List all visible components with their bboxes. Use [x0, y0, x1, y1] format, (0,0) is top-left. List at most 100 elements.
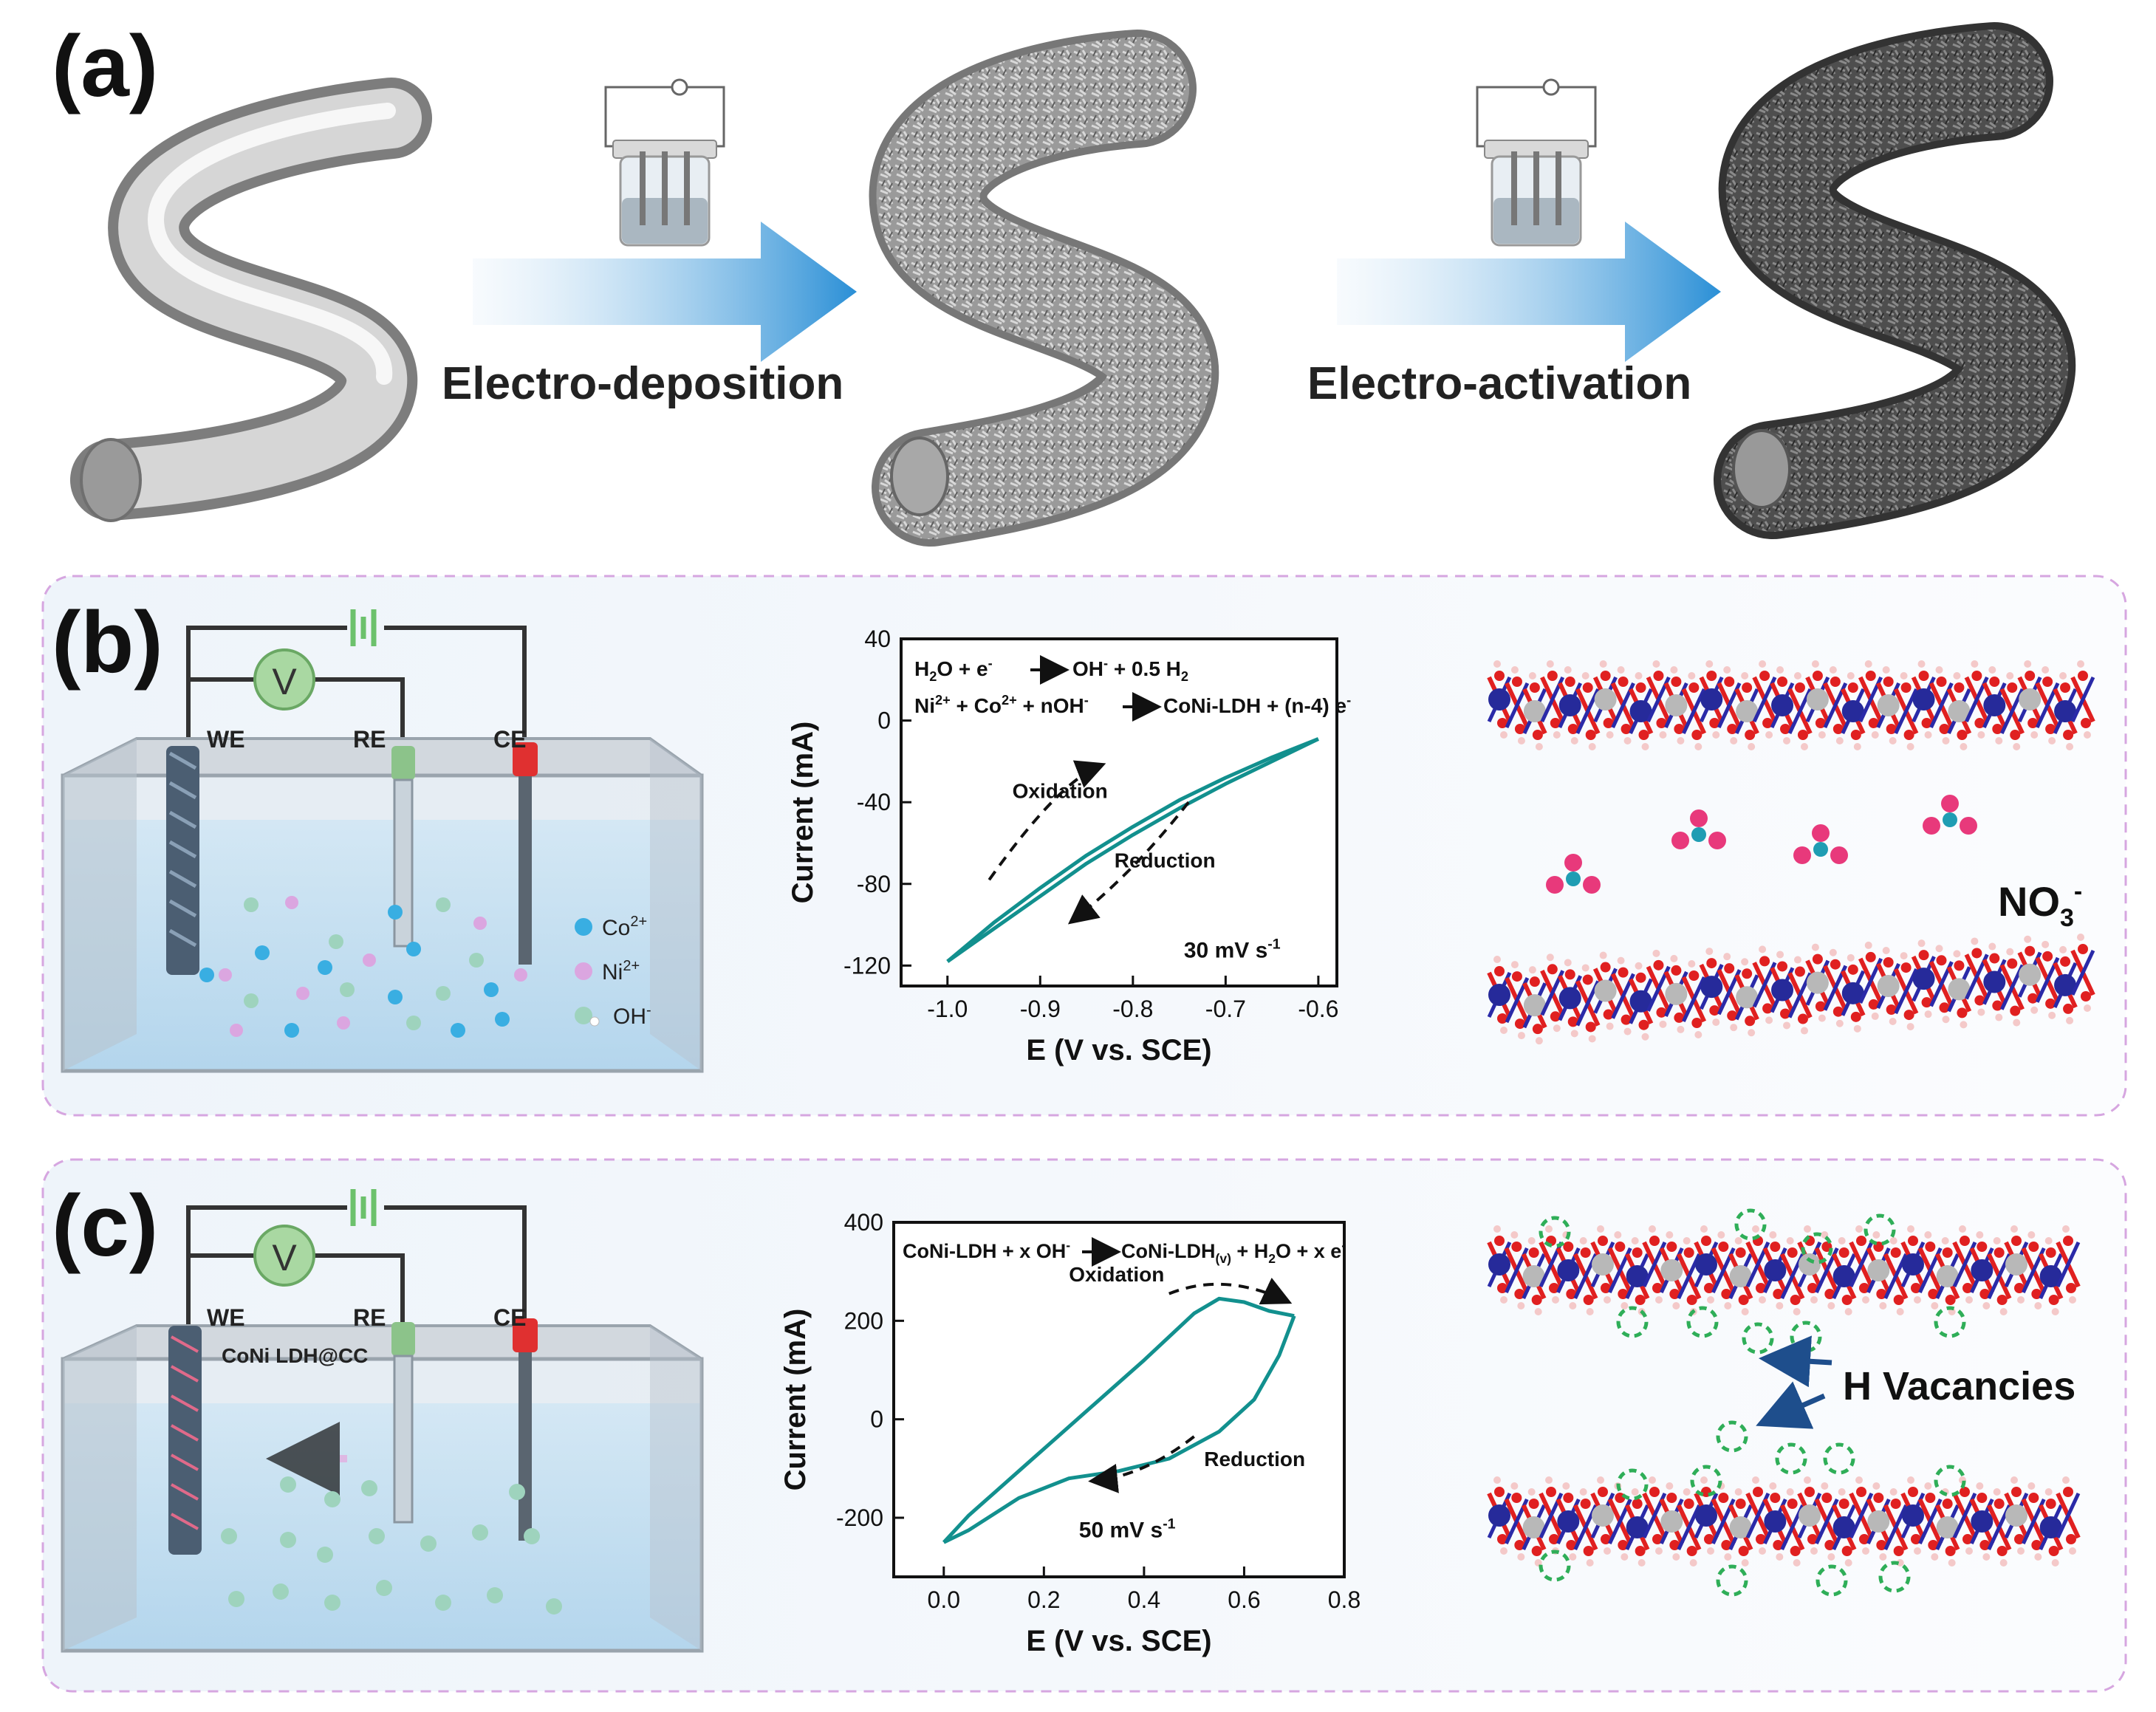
metal-atom	[1523, 700, 1546, 722]
hydrogen-atom	[1924, 1482, 1932, 1490]
metal-atom	[1948, 978, 1971, 1001]
hydrogen-atom	[1672, 1553, 1680, 1561]
hydrogen-atom	[1960, 743, 1968, 750]
panel-c: (c) V WE RE	[41, 1158, 2127, 1693]
svg-text:Co2+: Co2+	[602, 914, 647, 940]
metal-atom	[1799, 1504, 1821, 1527]
hydrogen-atom	[1864, 941, 1872, 949]
hydrogen-atom	[1988, 942, 1996, 951]
reduction-label: Reduction	[1204, 1448, 1305, 1470]
oxygen-atom	[1876, 1540, 1887, 1550]
voltmeter-label: V	[272, 661, 297, 702]
hydrogen-atom	[1864, 660, 1872, 668]
hydrogen-atom	[1683, 1488, 1691, 1496]
hydrogen-atom	[1553, 1024, 1561, 1033]
oxygen-atom	[1528, 1499, 1539, 1509]
metal-atom	[2019, 688, 2042, 711]
oxygen-atom	[1718, 1242, 1729, 1252]
arrow-electroactivation: Electro-activation	[1307, 78, 1721, 409]
hydrogen-atom	[1971, 937, 1979, 945]
hydrogen-atom	[1924, 731, 1932, 739]
hydrogen-atom	[1635, 962, 1643, 970]
oxygen-atom	[1918, 950, 1929, 961]
oxygen-atom	[1514, 1289, 1525, 1299]
metal-atom	[1729, 1265, 1752, 1287]
metal-atom	[1771, 694, 1794, 716]
vacancy-marker	[1539, 1216, 1571, 1248]
hydrogen-atom	[1793, 1559, 1801, 1567]
hydrogen-atom	[1786, 1237, 1794, 1244]
metal-atom	[1867, 1510, 1890, 1533]
oxygen-atom	[1598, 1236, 1608, 1246]
oxidation-arrow	[988, 760, 1106, 881]
hydrogen-atom	[1871, 1012, 1879, 1020]
ce-label-c: CE	[493, 1304, 526, 1331]
oxygen-atom	[2027, 993, 2039, 1004]
oxygen-atom	[1925, 1493, 1936, 1503]
metal-atom	[1983, 694, 2006, 716]
hydrogen-atom	[1906, 1023, 1914, 1031]
oxygen-atom	[1841, 1295, 1852, 1305]
oxygen-atom	[1812, 953, 1823, 965]
oxygen-atom	[2066, 1283, 2076, 1293]
hydrogen-atom	[1510, 1231, 1519, 1239]
oxygen-atom	[1865, 671, 1876, 681]
oxygen-atom	[1883, 957, 1894, 968]
oxygen-atom	[1688, 682, 1700, 693]
hydrogen-atom	[1707, 1296, 1714, 1304]
metal-atom	[1594, 688, 1617, 711]
oxygen-atom	[1615, 1242, 1626, 1252]
oxygen-atom	[1564, 677, 1575, 687]
oxidation-label: Oxidation	[1013, 780, 1108, 803]
metal-atom	[1729, 1516, 1752, 1538]
hydrogen-atom	[1659, 1020, 1667, 1028]
oxygen-atom	[1908, 1236, 1918, 1246]
oxygen-atom	[1890, 1499, 1901, 1509]
oxygen-atom	[2011, 1487, 2022, 1497]
oxygen-atom	[1992, 1000, 2003, 1011]
hydrogen-atom	[1528, 966, 1536, 974]
hydrogen-atom	[2034, 1553, 2042, 1561]
oxygen-atom	[1514, 1540, 1525, 1550]
hydrogen-atom	[1730, 1024, 1738, 1032]
hydrogen-atom	[1564, 666, 1572, 674]
metal-atom	[1695, 1504, 1717, 1527]
oxygen-atom	[1494, 966, 1505, 976]
voltmeter-icon	[253, 648, 315, 711]
oxygen-atom	[1514, 724, 1525, 734]
oxygen-atom	[2045, 1247, 2056, 1258]
oxygen-atom	[1974, 995, 1985, 1006]
oxygen-atom	[1762, 718, 1773, 728]
hydrogen-atom	[1741, 1559, 1749, 1567]
oxygen-atom	[1925, 1242, 1936, 1252]
metal-atom	[1764, 1259, 1787, 1281]
hydrogen-atom	[1649, 1225, 1656, 1233]
metal-atom	[1736, 700, 1759, 722]
hydrogen-atom	[2030, 731, 2039, 739]
hydrogen-atom	[1631, 1488, 1639, 1496]
oxygen-atom	[1649, 1236, 1660, 1246]
oxygen-atom	[1600, 962, 1611, 973]
metal-atom	[1948, 700, 1971, 722]
hydrogen-atom	[1906, 743, 1914, 750]
vacancy-marker	[1775, 1442, 1807, 1475]
x-tick-label: 0.2	[1027, 1586, 1060, 1613]
hydrogen-atom	[1677, 1025, 1685, 1033]
metal-atom	[1936, 1516, 1959, 1538]
metal-atom	[1629, 700, 1652, 722]
hydrogen-atom	[1700, 1225, 1708, 1233]
electrolysis-tank-b	[61, 737, 704, 1073]
hydrogen-atom	[1493, 660, 1501, 668]
hydrogen-atom	[1829, 948, 1837, 956]
hydrogen-atom	[1935, 666, 1943, 674]
oxygen-atom	[1567, 1016, 1578, 1027]
re-label-c: RE	[353, 1304, 386, 1331]
hydrogen-atom	[1579, 1488, 1587, 1496]
oxygen-atom	[1683, 1247, 1694, 1258]
hydrogen-atom	[1606, 1022, 1614, 1030]
oxygen-atom	[1942, 1247, 1953, 1258]
hydrogen-atom	[1617, 666, 1625, 674]
hydrogen-atom	[1535, 743, 1543, 750]
